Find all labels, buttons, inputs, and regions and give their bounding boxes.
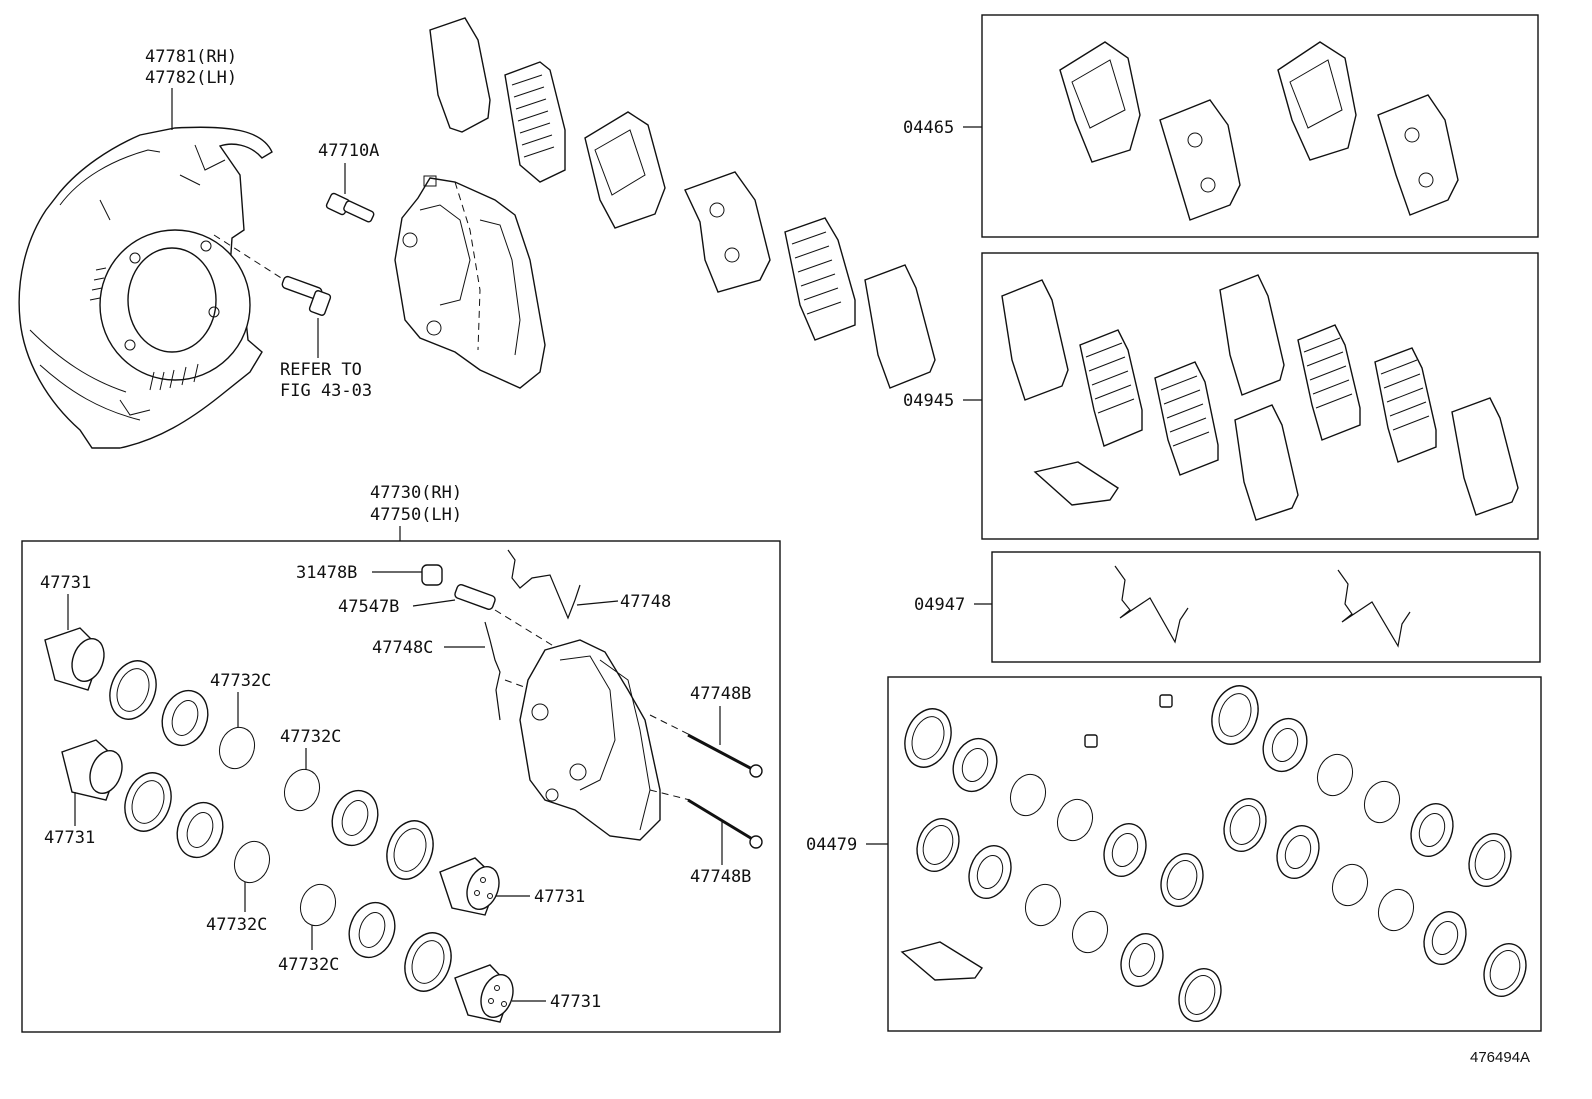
- piston-tl-illustration: [44, 627, 105, 691]
- seal-3: [124, 772, 172, 832]
- seal-4: [176, 801, 224, 859]
- label-shield-rh: 47781(RH): [145, 47, 237, 67]
- kit-04479-seals: [900, 685, 1527, 1022]
- bolt-illustration: [325, 192, 375, 223]
- label-bleeder-cap: 31478B: [296, 563, 357, 583]
- ring-3-illustration: [283, 768, 321, 812]
- clip-illustration: [507, 549, 581, 620]
- dust-shield-illustration: [18, 126, 273, 449]
- label-pin-top: 47748B: [690, 684, 751, 704]
- label-bleeder-plug: 47547B: [338, 597, 399, 617]
- label-caliper-lh: 47750(LH): [370, 505, 462, 525]
- label-piston-ml: 47731: [44, 828, 95, 848]
- label-piston-c2: 47731: [550, 992, 601, 1012]
- label-piston-c1: 47731: [534, 887, 585, 907]
- label-ring-4: 47732C: [278, 955, 339, 975]
- seal-7: [348, 901, 396, 959]
- label-clip-c: 47748C: [372, 638, 433, 658]
- bleeder-cap-illustration: [421, 564, 443, 586]
- label-clip: 47748: [620, 592, 671, 612]
- kit-04947-clips: [1114, 565, 1411, 648]
- piston-c1-illustration: [439, 857, 500, 916]
- piston-c2-illustration: [454, 964, 514, 1023]
- kit-04465-box: [981, 14, 1539, 238]
- label-bolt: 47710A: [318, 141, 379, 161]
- label-caliper-rh: 47730(RH): [370, 483, 462, 503]
- label-ring-2: 47732C: [206, 915, 267, 935]
- kit-04947-box: [991, 551, 1541, 663]
- pin-top-illustration: [687, 733, 763, 778]
- figure-id: 476494A: [1470, 1049, 1530, 1066]
- ring-4-illustration: [299, 883, 337, 927]
- kit-04465-pads: [1059, 41, 1459, 221]
- bleeder-plug-illustration: [454, 584, 496, 610]
- kit-04945-box: [981, 252, 1539, 540]
- label-kit-04465: 04465: [903, 118, 954, 138]
- label-ring-1: 47732C: [210, 671, 271, 691]
- seal-8: [404, 932, 452, 992]
- seal-6: [386, 820, 434, 880]
- seal-1: [109, 660, 157, 720]
- label-kit-04479: 04479: [806, 835, 857, 855]
- label-refer-2: FIG 43-03: [280, 381, 372, 401]
- label-pin-bottom: 47748B: [690, 867, 751, 887]
- kit-04479-box: [887, 676, 1542, 1032]
- caliper-body-illustration: [519, 639, 691, 841]
- label-kit-04947: 04947: [914, 595, 965, 615]
- caliper-top-illustration: [394, 175, 546, 389]
- ring-2-illustration: [233, 840, 271, 884]
- seal-2: [161, 689, 209, 747]
- leader-clip: [576, 600, 619, 606]
- kit-04945-shims: [1001, 274, 1519, 521]
- pin-bottom-illustration: [687, 798, 763, 849]
- label-refer-1: REFER TO: [280, 360, 362, 380]
- piston-ml-illustration: [61, 739, 123, 801]
- pads-shims-top-row: [429, 17, 936, 389]
- label-shield-lh: 47782(LH): [145, 68, 237, 88]
- ring-1-illustration: [218, 726, 256, 770]
- caliper-assembly-box: [21, 540, 781, 1033]
- label-piston-tl: 47731: [40, 573, 91, 593]
- leader-bleeder-plug: [412, 599, 456, 607]
- seal-5: [331, 789, 379, 847]
- label-ring-3: 47732C: [280, 727, 341, 747]
- label-kit-04945: 04945: [903, 391, 954, 411]
- refer-bolt-illustration: [213, 234, 332, 358]
